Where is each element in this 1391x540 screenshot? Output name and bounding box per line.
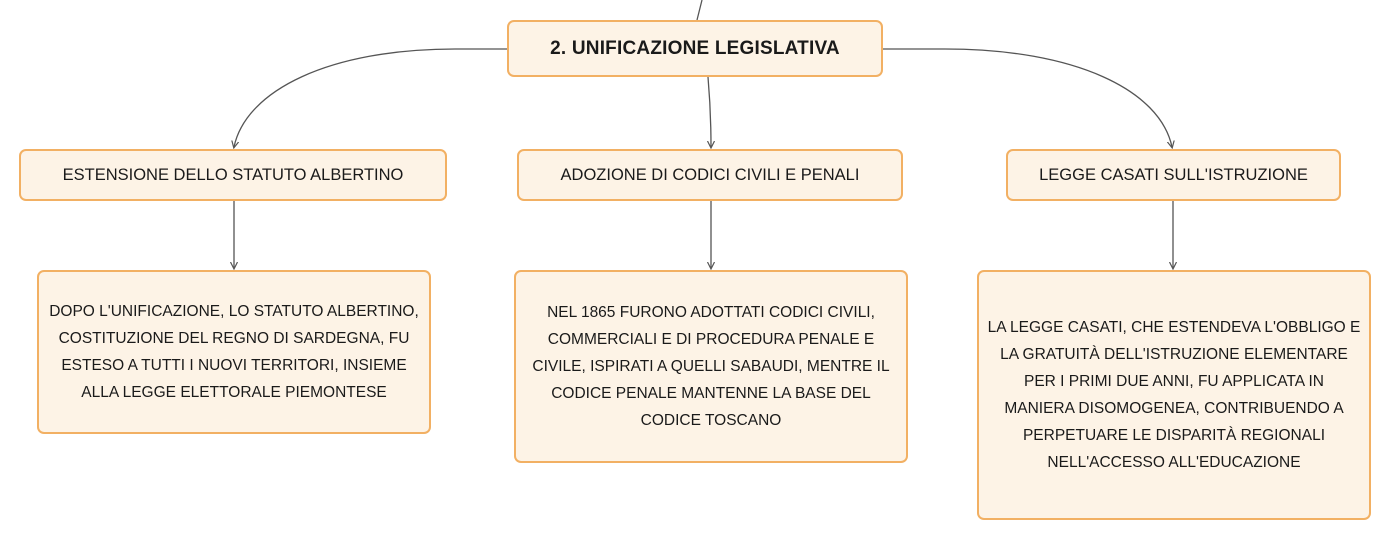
incoming-connector [696,0,703,21]
detail-node-legge-casati[interactable]: LA LEGGE CASATI, CHE ESTENDEVA L'OBBLIGO… [977,270,1371,520]
detail-node-statuto-albertino[interactable]: DOPO L'UNIFICAZIONE, LO STATUTO ALBERTIN… [37,270,431,434]
root-label: 2. UNIFICAZIONE LEGISLATIVA [550,37,840,59]
connector-root-to-branch-2 [708,76,711,147]
branch-node-statuto-albertino[interactable]: ESTENSIONE DELLO STATUTO ALBERTINO [19,149,447,201]
detail-text: LA LEGGE CASATI, CHE ESTENDEVA L'OBBLIGO… [987,319,1361,471]
connector-root-to-branch-3 [883,48,1172,147]
detail-text: DOPO L'UNIFICAZIONE, LO STATUTO ALBERTIN… [49,303,419,401]
branch-node-codici[interactable]: ADOZIONE DI CODICI CIVILI E PENALI [517,149,903,201]
branch-label: LEGGE CASATI SULL'ISTRUZIONE [1039,165,1308,184]
branch-label: ADOZIONE DI CODICI CIVILI E PENALI [560,165,860,184]
branch-label: ESTENSIONE DELLO STATUTO ALBERTINO [62,165,404,184]
detail-text: NEL 1865 FURONO ADOTTATI CODICI CIVILI, … [532,304,890,429]
detail-node-codici[interactable]: NEL 1865 FURONO ADOTTATI CODICI CIVILI, … [514,270,908,463]
root-node[interactable]: 2. UNIFICAZIONE LEGISLATIVA [507,20,883,77]
branch-node-legge-casati[interactable]: LEGGE CASATI SULL'ISTRUZIONE [1006,149,1341,201]
connector-root-to-branch-1 [234,48,507,147]
